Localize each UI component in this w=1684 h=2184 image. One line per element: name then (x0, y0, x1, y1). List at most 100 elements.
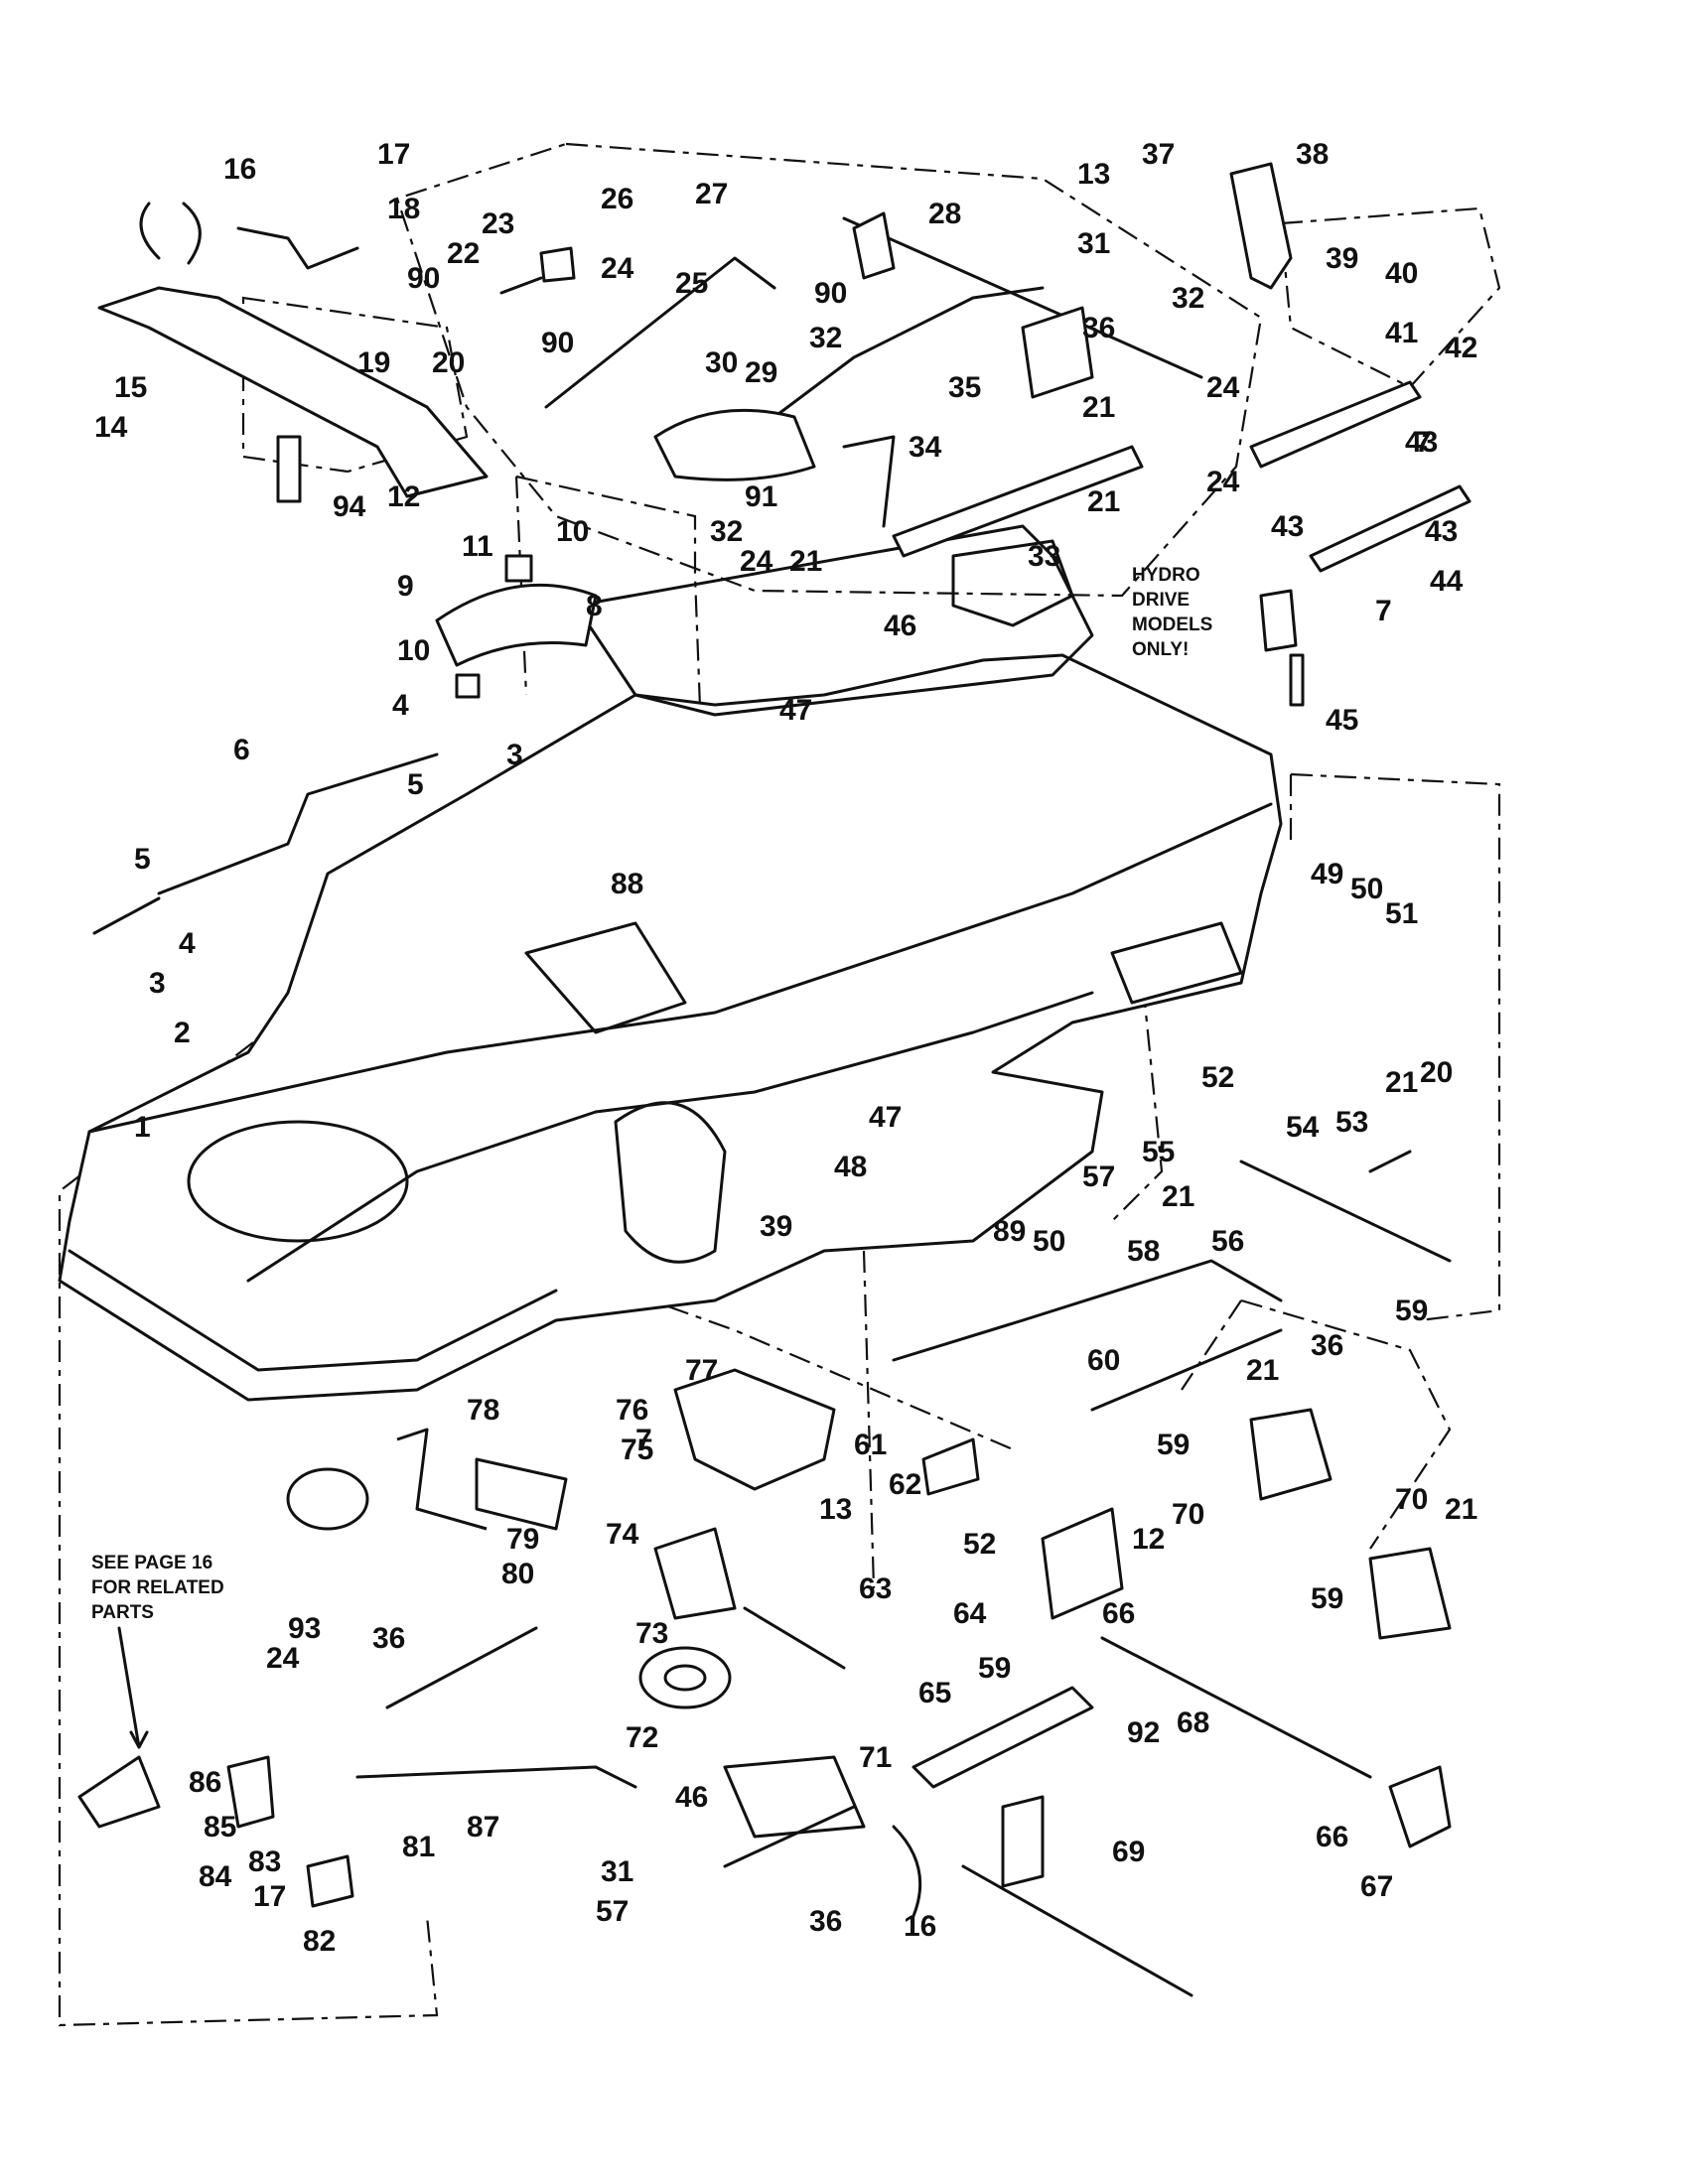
frame-rear-plate (1110, 921, 1243, 1005)
callout-58: 58 (1127, 1235, 1160, 1268)
callout-84: 84 (199, 1860, 232, 1893)
callout-86: 86 (189, 1766, 221, 1799)
hydro-note-line1: HYDRO (1132, 565, 1200, 586)
bracket-77 (673, 1368, 836, 1491)
see-page-note-line1: SEE PAGE 16 (91, 1553, 212, 1573)
callout-14: 14 (94, 411, 128, 444)
plate-15 (97, 286, 489, 498)
callout-36b: 36 (1311, 1329, 1343, 1362)
frame-tunnel (614, 1101, 727, 1264)
bolt-45 (1289, 653, 1305, 707)
callout-81: 81 (402, 1831, 435, 1863)
callout-20b: 20 (1420, 1056, 1453, 1089)
callout-94: 94 (333, 490, 366, 523)
callout-65: 65 (918, 1677, 951, 1709)
callout-87: 87 (467, 1811, 499, 1843)
main-frame (58, 524, 1283, 1402)
cable-36-brake (385, 1626, 538, 1709)
callout-76: 76 (616, 1394, 648, 1427)
rod-6 (157, 752, 439, 895)
callout-39a: 39 (1326, 242, 1358, 275)
rod-60 (892, 1259, 1283, 1362)
callout-7c: 7 (635, 1424, 652, 1456)
pedal-arm-87 (355, 1765, 637, 1789)
callout-41: 41 (1385, 317, 1418, 349)
callout-13b: 13 (819, 1493, 852, 1526)
link-44 (1309, 484, 1472, 573)
callout-21g: 21 (1445, 1493, 1477, 1526)
gear-9 (435, 583, 598, 667)
callout-74: 74 (606, 1518, 639, 1551)
callout-70a: 70 (1395, 1483, 1428, 1516)
callout-59a: 59 (1395, 1295, 1428, 1327)
callout-5a: 5 (134, 843, 151, 876)
callout-10b: 10 (397, 634, 430, 667)
callout-53: 53 (1335, 1106, 1368, 1139)
callout-50b: 50 (1033, 1225, 1065, 1258)
callout-37: 37 (1142, 138, 1175, 171)
rod-28 (842, 216, 1203, 379)
callout-10a: 10 (556, 515, 589, 548)
linkage-right-outline (1279, 206, 1501, 389)
callout-27: 27 (695, 178, 728, 210)
callout-36d: 36 (809, 1905, 842, 1938)
callout-69: 69 (1112, 1836, 1145, 1868)
tie-rod (92, 752, 439, 935)
callout-56: 56 (1211, 1225, 1244, 1258)
callout-66b: 66 (1316, 1821, 1348, 1853)
callout-28: 28 (928, 198, 961, 230)
callout-61: 61 (854, 1429, 887, 1461)
hydro-note: HYDRO DRIVE MODELS ONLY! (1132, 565, 1212, 660)
pulley-73 (638, 1646, 732, 1709)
callout-46b: 46 (675, 1781, 708, 1814)
callout-75: 75 (621, 1433, 653, 1466)
callout-36a: 36 (1082, 312, 1115, 344)
hydro-note-line3: MODELS (1132, 614, 1212, 635)
plate-67 (1388, 1765, 1452, 1848)
callout-32c: 32 (710, 515, 743, 548)
callout-44: 44 (1430, 565, 1464, 598)
hydro-parts (499, 211, 1203, 558)
callout-90a: 90 (407, 262, 440, 295)
bracket-86 (226, 1755, 275, 1829)
bracket-69 (1001, 1795, 1045, 1888)
wire-18 (236, 226, 359, 270)
link-42 (1249, 380, 1422, 469)
frame-top-edge (87, 802, 1273, 1134)
see-page-arrow (117, 1626, 149, 1749)
callout-42: 42 (1445, 332, 1477, 364)
hydro-note-line4: ONLY! (1132, 639, 1189, 660)
callout-49: 49 (1311, 858, 1343, 890)
callout-63: 63 (859, 1572, 892, 1605)
callout-40: 40 (1385, 257, 1418, 290)
callout-33: 33 (1028, 540, 1060, 573)
cable-36-right (1090, 1328, 1283, 1412)
callout-24e: 24 (266, 1642, 300, 1675)
plate-29 (653, 408, 816, 481)
lower-center-parts (286, 1368, 980, 1868)
callout-77: 77 (685, 1354, 718, 1387)
bushing-10 (504, 554, 533, 583)
callout-57b: 57 (596, 1895, 629, 1928)
callout-6: 6 (233, 734, 250, 766)
rod-54 (1239, 1160, 1452, 1263)
lever-group-outline (1181, 1298, 1452, 1550)
callout-21a: 21 (1082, 391, 1115, 424)
callout-13a: 13 (1077, 158, 1110, 191)
spring-53 (1368, 1150, 1412, 1173)
bracket-61-62 (921, 1437, 980, 1496)
arm-34 (842, 435, 896, 528)
callout-66a: 66 (1102, 1597, 1135, 1630)
sector-70a (1249, 1408, 1333, 1501)
callout-12b: 12 (1132, 1523, 1165, 1556)
callout-43a: 43 (1405, 426, 1438, 459)
pedal-78 (396, 1428, 488, 1531)
callout-24c: 24 (1206, 466, 1240, 498)
callout-26: 26 (601, 183, 633, 215)
callout-12a: 12 (387, 480, 420, 513)
bracket-38 (1229, 162, 1293, 290)
plate-71 (723, 1755, 866, 1839)
plate-93 (286, 1467, 369, 1531)
rear-linkage-outline (862, 772, 1501, 1589)
